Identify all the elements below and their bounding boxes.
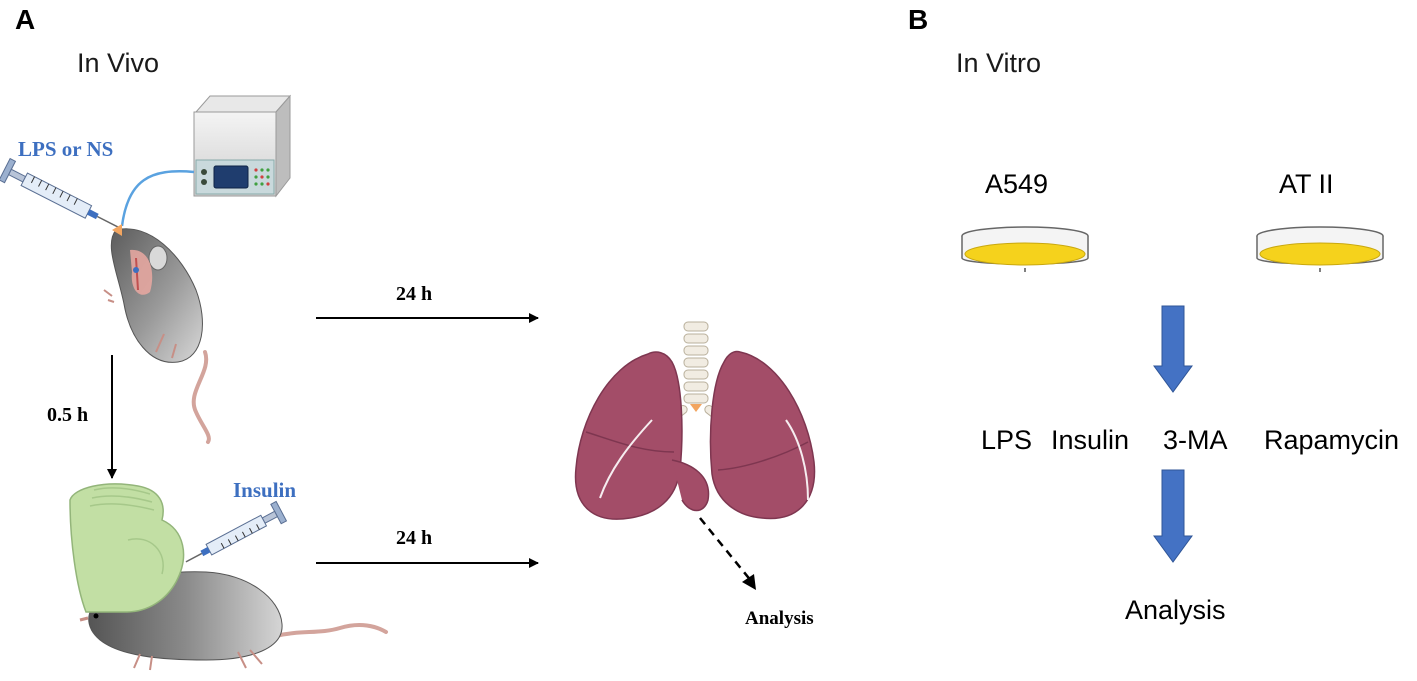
panel-a-heading: In Vivo bbox=[77, 48, 160, 78]
dish-label-at2: AT II bbox=[1279, 169, 1334, 199]
interval-label: 0.5 h bbox=[47, 404, 89, 426]
tubing bbox=[120, 170, 195, 227]
lungs-icon bbox=[574, 321, 816, 520]
process-arrow-1 bbox=[1153, 305, 1193, 393]
glove-hand-icon bbox=[69, 483, 185, 613]
treatment-lps: LPS bbox=[981, 425, 1033, 455]
process-arrow-2 bbox=[1153, 469, 1193, 563]
duration-label-top: 24 h bbox=[396, 283, 433, 305]
petri-dish-icon bbox=[1256, 226, 1384, 272]
panel-a-letter: A bbox=[15, 4, 36, 35]
treatment-3ma: 3-MA bbox=[1163, 425, 1228, 455]
treatment-rapamycin: Rapamycin bbox=[1264, 425, 1400, 455]
syringe-icon bbox=[0, 157, 121, 229]
syringe-icon bbox=[185, 500, 288, 563]
panel-b-heading: In Vitro bbox=[956, 48, 1042, 78]
insulin-label: Insulin bbox=[233, 478, 297, 502]
analysis-arrow bbox=[699, 517, 753, 583]
panel-b-letter: B bbox=[908, 4, 929, 35]
analysis-label-a: Analysis bbox=[745, 608, 814, 629]
analysis-label-b: Analysis bbox=[1125, 595, 1226, 625]
dish-label-a549: A549 bbox=[985, 169, 1049, 199]
analysis-arrowhead bbox=[742, 574, 756, 590]
mouse-icon bbox=[103, 224, 211, 444]
injection-label: LPS or NS bbox=[18, 137, 114, 161]
petri-dish-icon bbox=[961, 226, 1089, 272]
infusion-pump-icon bbox=[193, 94, 292, 198]
duration-label-bottom: 24 h bbox=[396, 527, 433, 549]
treatment-insulin: Insulin bbox=[1051, 425, 1130, 455]
